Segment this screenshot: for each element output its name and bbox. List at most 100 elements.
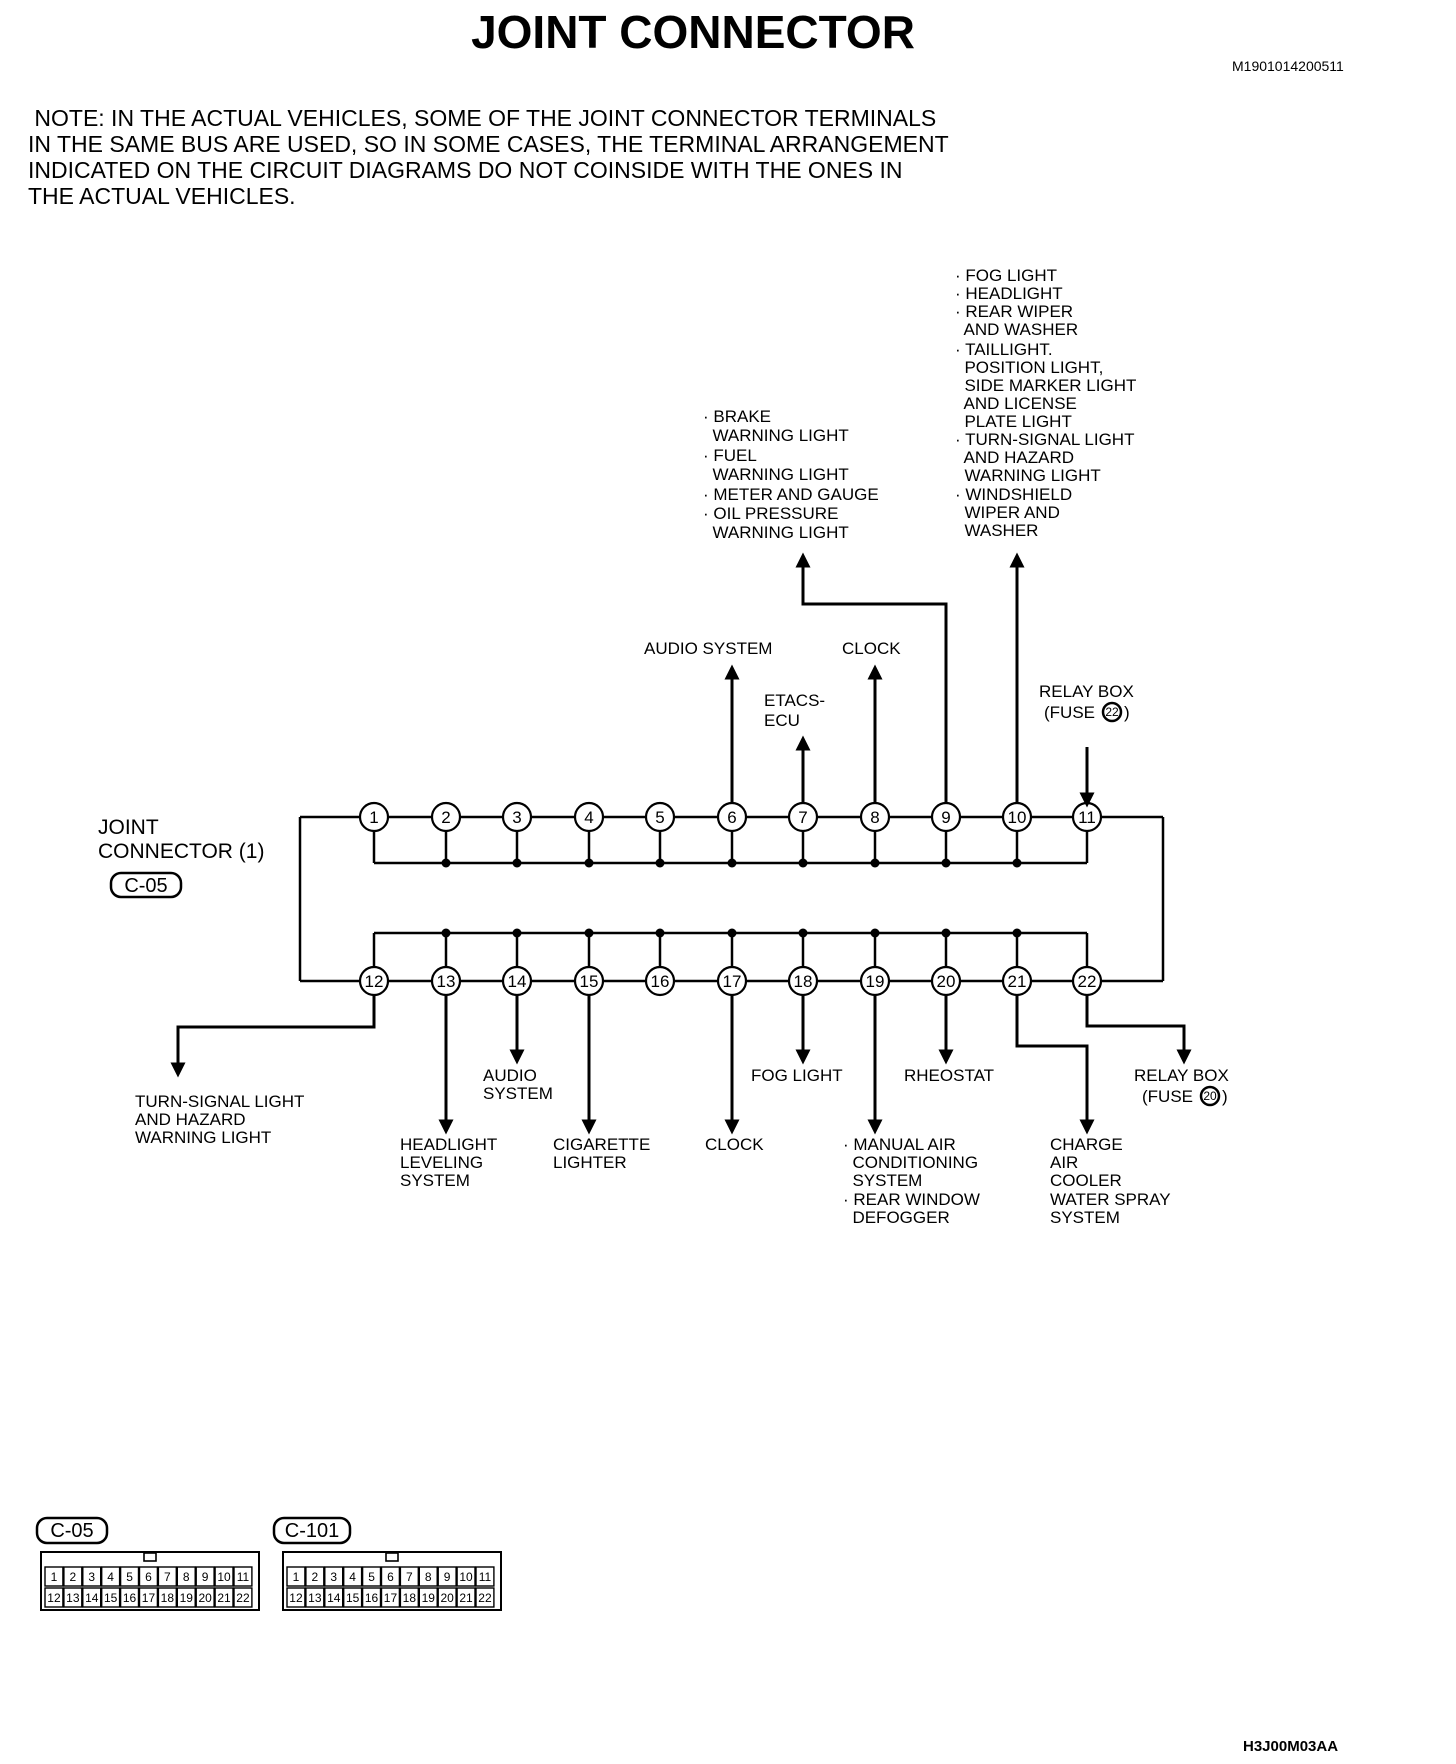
connector-cavity-number: 15 [346, 1591, 360, 1605]
junction-dot [941, 928, 951, 938]
connector-cavity [343, 1566, 363, 1587]
label-pin7-line: ECU [764, 711, 800, 730]
label-pin14-line: SYSTEM [483, 1084, 553, 1103]
connector-cavity [380, 1566, 401, 1587]
terminal-5 [644, 801, 676, 833]
connector-view-code: C-05 [50, 1520, 93, 1542]
terminal-label: 13 [437, 972, 456, 991]
terminal-label: 8 [870, 808, 879, 827]
terminal-label: 1 [369, 808, 378, 827]
terminal-label: 9 [941, 808, 950, 827]
connector-cavity-number: 10 [459, 1570, 473, 1584]
label-pin21-line: AIR [1050, 1153, 1078, 1172]
label-pin22-line: (FUSE [1142, 1087, 1193, 1106]
junction-dot [441, 928, 451, 938]
junction-dot [655, 858, 665, 868]
connector-cavity-number: 14 [85, 1591, 99, 1605]
connector-cavity [324, 1566, 344, 1587]
fuse-number: 20 [1203, 1089, 1217, 1103]
label-pin8: CLOCK [842, 639, 901, 658]
label-pin10-line: · HEADLIGHT [955, 284, 1063, 303]
connector-cavity [214, 1566, 234, 1587]
terminal-label: 2 [441, 808, 450, 827]
fuse-number-circle [1199, 1085, 1221, 1107]
junction-dot [870, 858, 880, 868]
connector-cavity [399, 1566, 419, 1587]
pins-top: 1 2 3 4 5 6 7 8 9 10 11 [358, 801, 1103, 833]
terminal-label: 17 [723, 972, 742, 991]
connector-name: JOINT CONNECTOR (1) C-05 [98, 816, 264, 899]
label-pin10-line: SIDE MARKER LIGHT [955, 376, 1136, 395]
label-pin9: · BRAKE WARNING LIGHT · FUEL WARNING LIG… [703, 407, 879, 542]
connector-cavity [437, 1587, 457, 1608]
connector-cavity-number: 1 [51, 1570, 58, 1584]
label-pin10: · FOG LIGHT · HEADLIGHT · REAR WIPER AND… [955, 266, 1136, 540]
branch-wire-pin22 [1085, 995, 1192, 1065]
branch-arrow-pin12 [170, 995, 376, 1078]
label-pin15-line: CIGARETTE [553, 1135, 650, 1154]
terminal-label: 7 [798, 808, 807, 827]
terminal-label: 3 [512, 808, 521, 827]
label-pin10-line: POSITION LIGHT, [955, 358, 1103, 377]
fuse-number: 22 [1105, 705, 1119, 719]
connector-cavity [82, 1566, 102, 1587]
connector-cavity [82, 1587, 102, 1608]
connector-cavity [380, 1587, 401, 1608]
connector-cavity [361, 1587, 382, 1608]
label-pin10-line: AND HAZARD [955, 448, 1074, 467]
connector-cavity [286, 1566, 306, 1587]
label-pin7-line: ETACS- [764, 691, 825, 710]
fuse-number-circle [1101, 701, 1123, 723]
label-pin9-line: · BRAKE [703, 407, 771, 426]
junction-dot [441, 858, 451, 868]
connector-cavity [305, 1566, 325, 1587]
terminal-3 [501, 801, 533, 833]
label-pin17: CLOCK [705, 1135, 764, 1154]
label-pin11-line: (FUSE [1044, 703, 1095, 722]
terminal-label: 10 [1008, 808, 1027, 827]
bus-wiring [298, 815, 1165, 983]
label-pin10-line: · REAR WIPER [955, 302, 1073, 321]
connector-cavity-number: 12 [289, 1591, 303, 1605]
connector-cavity [119, 1566, 140, 1587]
terminal-2 [430, 801, 462, 833]
connector-cavity [399, 1587, 419, 1608]
label-pin10-line: WARNING LIGHT [955, 466, 1101, 485]
connector-code-box [109, 871, 183, 899]
bottom-branches: TURN-SIGNAL LIGHT AND HAZARD WARNING LIG… [135, 995, 1229, 1227]
connector-cavity-number: 20 [440, 1591, 454, 1605]
connector-cavity [324, 1587, 344, 1608]
connector-cavity-number: 8 [183, 1570, 190, 1584]
page-title: JOINT CONNECTOR [471, 6, 915, 58]
label-pin13-line: LEVELING [400, 1153, 483, 1172]
branch-arrow-pin21 [1015, 995, 1095, 1135]
label-pin9-line: · METER AND GAUGE [703, 485, 879, 504]
connector-cavity [100, 1587, 121, 1608]
connector-cavity-number: 4 [107, 1570, 114, 1584]
label-pin10-line: PLATE LIGHT [955, 412, 1072, 431]
connector-code: C-05 [124, 875, 167, 897]
connector-cavity-number: 15 [104, 1591, 118, 1605]
junction-dot [798, 858, 808, 868]
label-pin12-line: TURN-SIGNAL LIGHT [135, 1092, 304, 1111]
connector-cavity-number: 22 [236, 1591, 250, 1605]
connector-cavity-number: 21 [459, 1591, 473, 1605]
connector-cavity [305, 1587, 325, 1608]
note-line: NOTE: IN THE ACTUAL VEHICLES, SOME OF TH… [28, 105, 936, 131]
connector-latch [143, 1552, 157, 1562]
connector-cavity [418, 1587, 438, 1608]
connector-cavity [437, 1566, 457, 1587]
label-pin12-line: AND HAZARD [135, 1110, 246, 1129]
connector-cavity [214, 1587, 234, 1608]
label-pin9-line: · FUEL [703, 446, 757, 465]
connector-cavity-number: 18 [403, 1591, 417, 1605]
label-pin19-line: · MANUAL AIR [843, 1135, 956, 1154]
connector-cavity [418, 1566, 438, 1587]
connector-cavity-number: 20 [198, 1591, 212, 1605]
connector-cavity [286, 1587, 306, 1608]
connector-cavity [176, 1566, 196, 1587]
terminal-label: 5 [655, 808, 664, 827]
junction-dot [512, 928, 522, 938]
connector-view-code-box [272, 1516, 352, 1545]
